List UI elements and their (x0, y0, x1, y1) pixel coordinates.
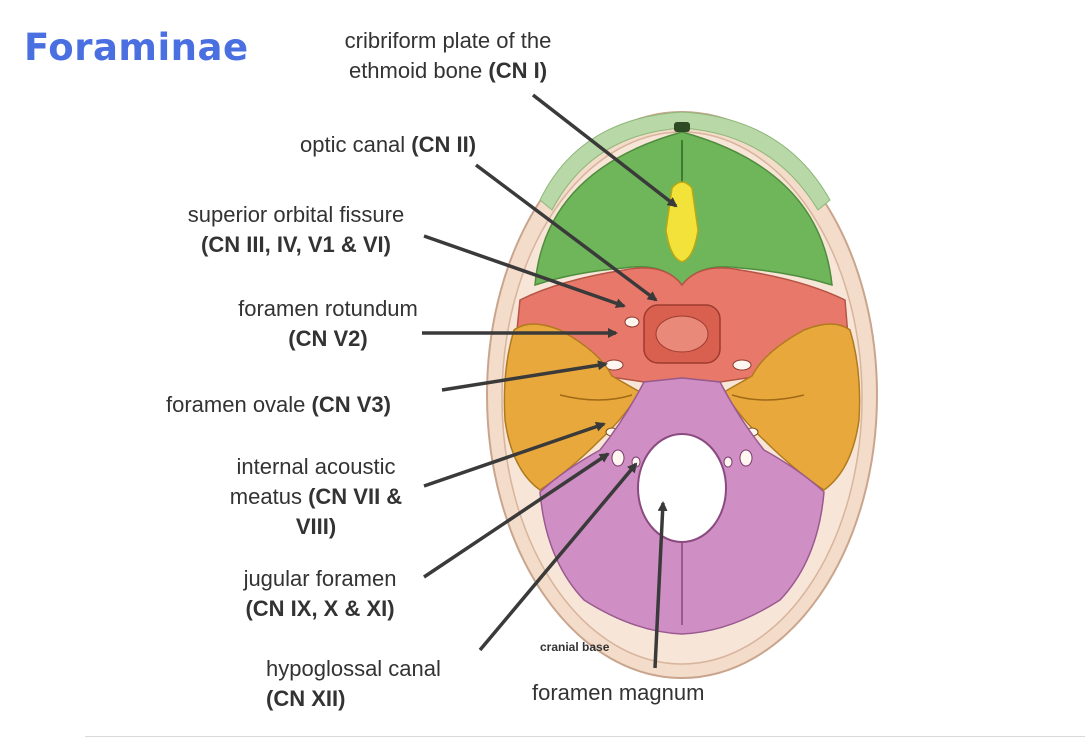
arrow-cribriform (531, 93, 678, 208)
arrow-ovale (441, 360, 608, 392)
slide-title: Foraminae (24, 26, 249, 69)
footer-divider (85, 736, 1085, 737)
label-cribriform: cribriform plate of the ethmoid bone (CN… (344, 28, 552, 83)
arrow-magnum (653, 501, 668, 669)
temporal-bone-left (503, 323, 642, 491)
frontal-rim (539, 111, 831, 211)
label-foramen-magnum: foramen magnum (532, 680, 705, 705)
arrow-optic (474, 163, 658, 302)
label-superior-orbital-fissure: superior orbital fissure (CN III, IV, V1… (187, 202, 405, 257)
label-foramen-ovale: foramen ovale (CN V3) (166, 392, 391, 417)
arrow-acoustic (423, 421, 606, 488)
figure-caption: cranial base (540, 640, 610, 654)
cribriform-plate (665, 181, 699, 263)
arrow-superior-orbital (423, 234, 626, 309)
label-hypoglossal-canal: hypoglossal canal (CN XII) (266, 656, 441, 711)
label-optic-canal: optic canal (CN II) (300, 132, 477, 157)
arrow-hypoglossal (478, 462, 638, 652)
arrow-jugular (423, 452, 610, 579)
label-internal-acoustic-meatus: internal acoustic meatus (CN VII & VIII) (229, 454, 403, 539)
temporal-bone-right (722, 323, 861, 491)
label-foramen-rotundum: foramen rotundum (CN V2) (238, 296, 418, 351)
foramen-magnum (637, 433, 727, 543)
label-jugular-foramen: jugular foramen (CN IX, X & XI) (243, 566, 397, 621)
